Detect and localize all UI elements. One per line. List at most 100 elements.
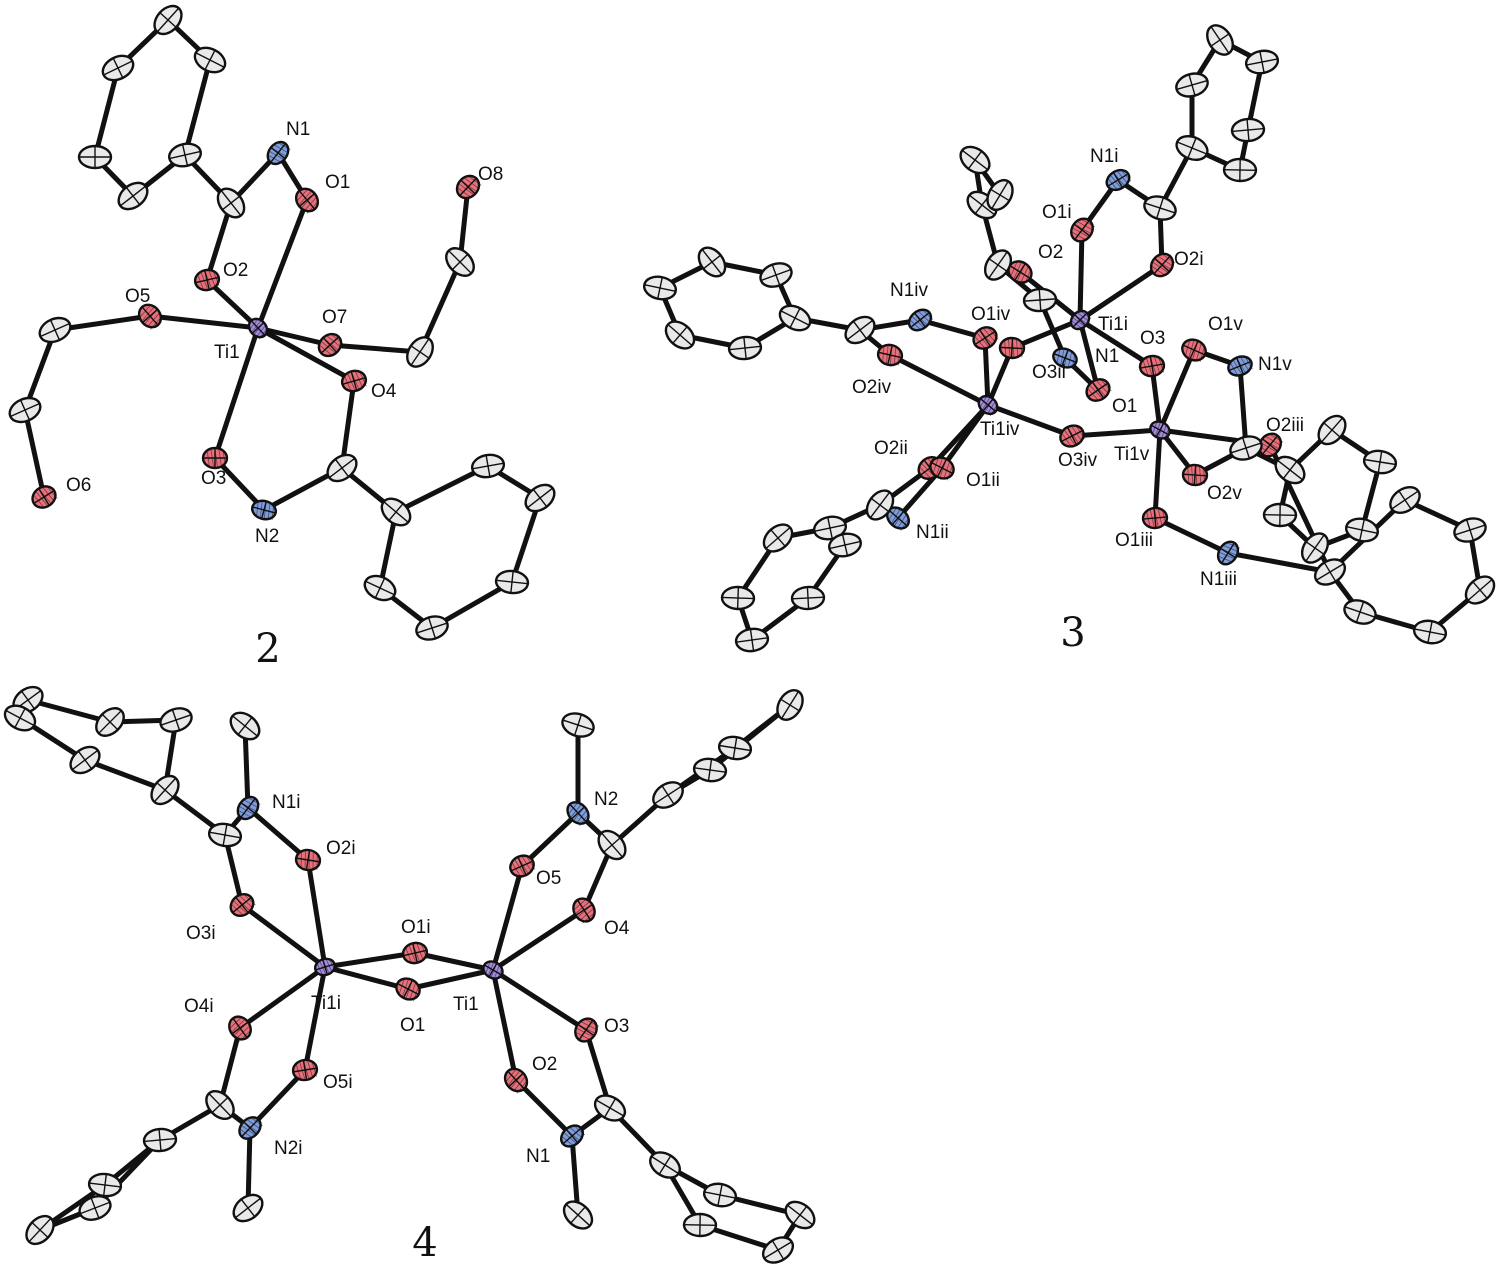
atom-C7-carbon [193,46,227,74]
bond-Ti1-O5 [147,313,261,331]
atom-D13-carbon [1389,486,1421,514]
bond-Ti1-O3 [490,967,589,1033]
atom-label-N2: N2 [255,526,279,547]
atom-Cp-carbon [561,712,595,738]
bond-C13-C14 [393,463,491,515]
atom-O1ii [929,456,955,481]
atom-O5 [509,854,536,878]
atom-C11-carbon [445,247,475,277]
atom-label-O2iii: O2iii [1266,415,1304,436]
atom-label-O5i: O5i [323,1072,353,1093]
bond-Ce-Cf [25,697,113,725]
atom-Cv-carbon [593,1094,627,1122]
bond-Ti1-O4 [255,325,357,384]
atom-O5i [291,1058,319,1082]
bond-C8-C9 [22,327,58,413]
atom-Cb-carbon [229,711,261,741]
bond-O4-C12 [339,378,357,471]
structure-4-number: 4 [412,1220,437,1266]
atom-label-O3: O3 [604,1016,629,1037]
atom-Ce-carbon [1244,49,1280,75]
atom-O3i [229,892,256,918]
atom-O2 [193,268,221,292]
atom-Ch-carbon [69,745,101,775]
atom-C10-carbon [406,336,434,368]
atom-Cq-carbon [642,275,678,301]
atom-Cl-carbon [1022,287,1058,313]
atom-label-N1iv: N1iv [890,280,929,301]
bond-Ti1-O5 [490,863,525,973]
atom-N2 [566,801,590,827]
atom-Cm-carbon [844,315,876,345]
atom-Ti1iv [977,394,999,416]
bond-Ti1-O2 [490,967,519,1083]
bond-O4i-Ci [217,1025,243,1108]
atom-Cs-carbon [717,735,753,761]
atom-C3-carbon [117,181,149,211]
atom-Ce-carbon [95,707,125,737]
bond-Ti1i-O1 [322,964,411,992]
atom-label-O4: O4 [371,381,397,402]
atom-label-N1: N1 [1095,346,1119,367]
atom-O1 [1085,378,1112,402]
atom-O1iii [1141,506,1169,530]
atom-O2iii [1257,432,1284,458]
atom-Cd-carbon [1230,117,1266,143]
atom-label-O1iii: O1iii [1115,530,1153,551]
atom-Cn-carbon [778,304,812,332]
atom-label-O3: O3 [201,468,226,489]
atom-O7 [317,332,344,358]
atom-label-O8: O8 [478,164,503,185]
atom-O3iv [1059,424,1086,448]
atom-O3 [1138,354,1166,378]
atom-label-N1v: N1v [1258,354,1292,375]
atom-O3ii [998,336,1026,360]
atom-D9-carbon [1343,599,1377,625]
bond-Ti1-O1 [255,197,310,331]
atom-Ct-carbon [865,489,895,521]
atom-O2 [503,1067,529,1094]
atom-O2i [294,848,322,872]
atom-O4i [228,1015,252,1042]
bond-C1-O2 [204,200,234,283]
atom-label-Ti1iv: Ti1iv [980,419,1020,440]
atom-O1 [294,187,320,214]
atom-O3 [201,446,229,470]
atom-Cm-carbon [25,1214,55,1246]
atom-D8-carbon [1313,558,1347,586]
atom-Cr-carbon [664,320,696,350]
atom-label-N1: N1 [526,1146,550,1167]
atom-label-O3iv: O3iv [1058,450,1098,471]
atom-Co-carbon [759,262,793,288]
atom-label-Ti1i: Ti1i [311,993,341,1014]
atom-label-O1: O1 [400,1015,425,1036]
atom-Cz-carbon [784,1200,816,1230]
bond-Ti1i-O4i [237,964,328,1031]
atom-O4 [340,369,368,393]
atom-Cu-carbon [692,757,728,783]
atom-Ca-carbon [207,822,243,848]
atom-O6 [31,485,58,509]
atom-O1i [1070,217,1096,243]
atom-Cs-carbon [727,335,763,361]
bond-Ti1-O1 [405,967,496,992]
bond-Ti1v-O1v [1157,347,1197,433]
atom-label-O1i: O1i [1042,202,1072,223]
bond-Ti1i-O3 [1077,317,1155,369]
atom-label-O1: O1 [1112,396,1137,417]
atom-Cb-carbon [1175,134,1209,162]
atom-label-N1iii: N1iii [1200,569,1237,590]
atom-label-O6: O6 [66,475,91,496]
structure-2-number: 2 [255,626,280,672]
atom-Cw-carbon [562,1200,594,1230]
atom-Ck-carbon [986,178,1014,212]
bond-Ti1i-O2i [1077,262,1165,323]
atom-C12-carbon [326,453,358,483]
atom-D11-carbon [1464,575,1496,605]
atom-D3-carbon [1317,414,1347,446]
bond-Ti1i-O1 [1077,317,1101,393]
atom-Ci-carbon [205,1089,235,1121]
atom-label-N1: N1 [286,119,310,140]
atom-O5 [137,303,163,330]
